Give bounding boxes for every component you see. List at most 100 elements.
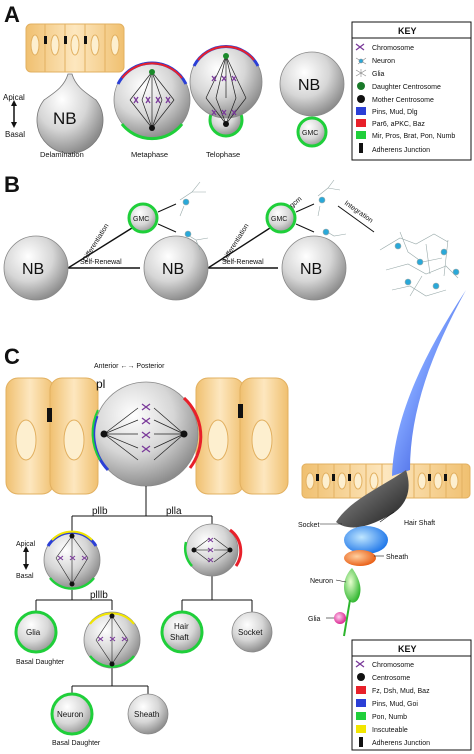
sheath-label-c: Sheath <box>134 710 159 719</box>
glia-icon <box>355 69 367 77</box>
hair-shaft-label-line2: Shaft <box>170 633 189 642</box>
panel-a-letter: A <box>4 2 20 27</box>
basal-label-a: Basal <box>5 130 25 139</box>
panel-b-letter: B <box>4 172 20 197</box>
epithelium-a <box>25 23 125 73</box>
mother-centrosome-icon <box>357 95 365 103</box>
epithelium-organ <box>301 463 471 499</box>
stage-delamination: Delamination <box>40 150 84 159</box>
nb-label-b1: NB <box>22 261 44 278</box>
gmc-label-a: GMC <box>302 130 318 137</box>
basal-daughter-label-2: Basal Daughter <box>52 740 101 747</box>
gmc-label-b1: GMC <box>133 216 149 223</box>
key-c-swatch-red <box>356 686 366 694</box>
glia-structure <box>334 612 346 624</box>
key-c-item-3: Fz, Dsh, Mud, Baz <box>372 688 430 695</box>
key-a-swatch-blue <box>356 107 366 115</box>
organ-hair-shaft-label: Hair Shaft <box>404 520 435 527</box>
gmc-b1 <box>127 202 159 234</box>
socket-cell <box>231 611 273 653</box>
key-c: KEY Chromosome Centrosome Fz, Dsh, Mud, … <box>351 639 472 751</box>
organ-pointer-lines <box>320 511 395 619</box>
organ-neuron-label: Neuron <box>310 578 333 585</box>
nb-b2 <box>143 235 209 301</box>
adherens-junction-icon <box>359 143 363 153</box>
key-a-item-3: Glia <box>372 71 385 78</box>
nb-b3 <box>281 235 347 301</box>
pllb-label: pllb <box>92 506 108 517</box>
nb-b1 <box>3 235 69 301</box>
neuron-glia-sketch-1 <box>179 181 209 251</box>
hair-shaft-bristle <box>392 290 466 476</box>
key-a-item-1: Chromosome <box>372 45 414 52</box>
stage-telophase: Telophase <box>206 150 240 159</box>
key-a-item-4: Daughter Centrosome <box>372 84 441 91</box>
key-c-item-5: Pon, Numb <box>372 714 407 721</box>
apical-label-a: Apical <box>3 93 25 102</box>
sheath-orange-structure <box>344 550 376 566</box>
key-a-item-2: Neuron <box>372 58 395 65</box>
differentiation-label-1: Differentiation <box>82 223 111 263</box>
key-a-item-7: Par6, aPKC, Baz <box>372 121 425 128</box>
neuron-glia-sketch-2 <box>317 179 347 237</box>
socket-label-c: Socket <box>238 628 263 637</box>
key-c-swatch-yellow <box>356 725 366 733</box>
lineage-lines-b <box>67 227 278 269</box>
centrosome-icon-c <box>357 673 365 681</box>
piia-cell <box>183 523 243 577</box>
pi-cell <box>91 381 203 487</box>
organ-sheath-label: Sheath <box>386 554 408 561</box>
piiib-cell <box>83 611 141 669</box>
apical-label-c: Apical <box>16 541 36 548</box>
adherens-junction-icon-c <box>359 737 363 747</box>
integrated-neural-network <box>379 231 460 297</box>
sheath-blue-structure <box>344 526 388 554</box>
self-renewal-label-1: Self-Renewal <box>80 259 122 266</box>
gmc-a <box>296 116 328 148</box>
neuron-icon <box>355 57 367 65</box>
key-c-title: KEY <box>398 644 417 654</box>
key-c-swatch-blue <box>356 699 366 707</box>
nb-label-b2: NB <box>162 261 184 278</box>
panel-c-letter: C <box>4 344 20 369</box>
telophase-neuroblast <box>189 44 263 138</box>
organ-glia-label: Glia <box>308 616 321 623</box>
glia-cell <box>14 610 58 654</box>
organ-socket-label: Socket <box>298 522 319 529</box>
stage-metaphase: Metaphase <box>131 150 168 159</box>
key-c-swatch-green <box>356 712 366 720</box>
key-a-title: KEY <box>398 26 417 36</box>
hair-shaft-cell <box>160 610 204 654</box>
key-a-swatch-red <box>356 119 366 127</box>
key-a-item-8: Mir, Pros, Brat, Pon, Numb <box>372 133 455 140</box>
key-a-swatch-green <box>356 131 366 139</box>
apical-arrowhead-a <box>11 100 17 106</box>
gmc-b2 <box>265 202 297 234</box>
gcm-label: gcm <box>289 196 304 210</box>
gmc-label-b2: GMC <box>271 216 287 223</box>
key-c-item-6: Inscuteable <box>372 727 408 734</box>
chromosome-icon-c <box>355 660 365 668</box>
piib-cell <box>43 530 101 590</box>
integration-arrow <box>337 205 375 233</box>
pi-label: pl <box>96 377 105 391</box>
key-c-item-2: Centrosome <box>372 675 410 682</box>
hair-shaft-label-line1: Hair <box>174 622 189 631</box>
key-a: KEY Chromosome Neuron Glia Daughter Cent… <box>351 21 472 161</box>
neuron-label-c: Neuron <box>57 710 83 719</box>
basal-arrowhead-c <box>23 564 29 570</box>
nb-label-a2: NB <box>298 77 320 94</box>
delaminating-neuroblast <box>36 73 104 154</box>
nb-after-division <box>279 51 345 117</box>
basal-arrowhead-a <box>11 122 17 128</box>
key-c-item-1: Chromosome <box>372 662 414 669</box>
daughter-centrosome-icon <box>357 82 365 90</box>
nb-label-a1: NB <box>53 109 77 128</box>
key-a-item-5: Mother Centrosome <box>372 97 434 104</box>
neuron-structure <box>344 568 361 603</box>
basal-daughter-label-1: Basal Daughter <box>16 659 65 666</box>
plla-label: plla <box>166 506 182 517</box>
basal-label-c: Basal <box>16 573 34 580</box>
piiib-label: plllb <box>90 590 108 601</box>
